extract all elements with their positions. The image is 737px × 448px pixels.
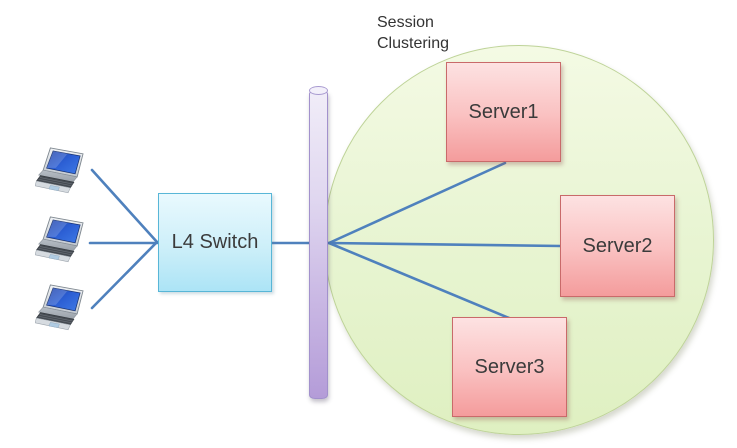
server3-label: Server3	[474, 355, 545, 378]
client-laptop-1	[35, 147, 93, 196]
l4-switch-label: L4 Switch	[171, 231, 259, 253]
server1-label: Server1	[468, 100, 539, 123]
client-laptop-3	[35, 284, 93, 333]
server2-node: Server2	[560, 195, 675, 297]
server2-label: Server2	[582, 234, 653, 257]
laptop-icon	[35, 147, 93, 196]
bus-pillar	[309, 90, 328, 399]
edge-client1-switch	[90, 168, 159, 244]
server3-node: Server3	[452, 317, 567, 417]
edge-client3-switch	[90, 240, 159, 310]
laptop-icon	[35, 216, 93, 265]
laptop-icon	[35, 284, 93, 333]
client-laptop-2	[35, 216, 93, 265]
l4-switch-node: L4 Switch	[158, 193, 272, 292]
bus-pillar-cap	[309, 86, 328, 95]
server1-node: Server1	[446, 62, 561, 162]
session-clustering-label: Session Clustering	[377, 14, 450, 52]
